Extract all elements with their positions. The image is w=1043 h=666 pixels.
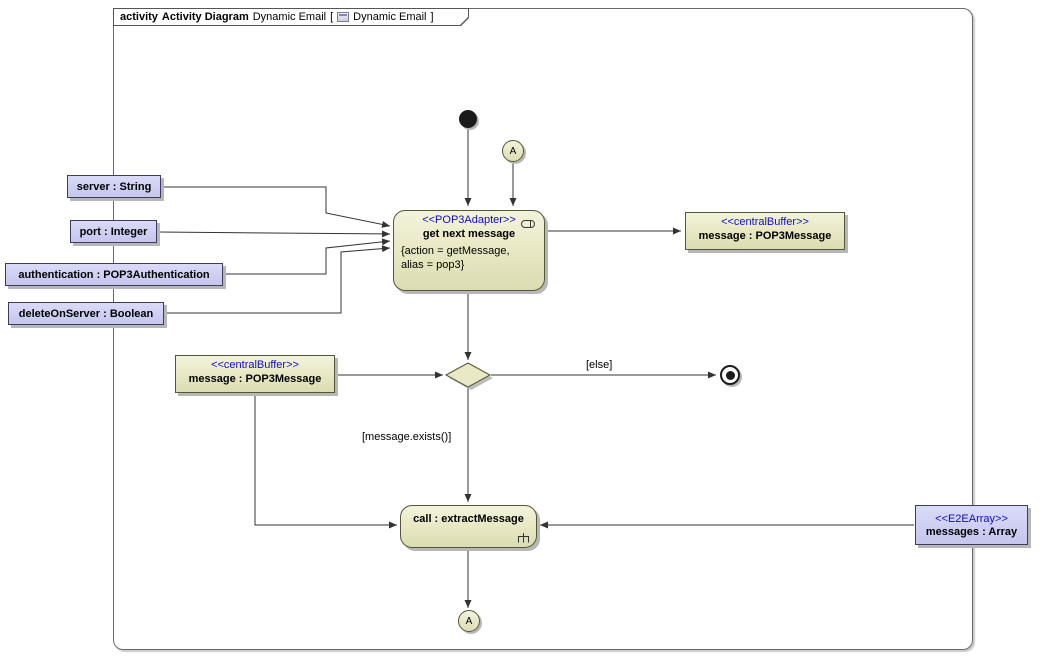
connector-a-top[interactable]: A (502, 140, 524, 162)
connector-a-bottom-label: A (465, 615, 473, 627)
guard-label-message-exists[interactable]: [message.exists()] (362, 431, 452, 443)
guard-label-else[interactable]: [else] (586, 359, 613, 371)
central-buffer-left-name: message : POP3Message (188, 373, 322, 385)
edge-authentication-to-action[interactable] (223, 238, 391, 275)
stereotype-e2earray: <<E2EArray>> (935, 512, 1008, 525)
frame-diagram-name: Dynamic Email (252, 11, 327, 23)
rake-icon (518, 533, 529, 543)
pin-server[interactable]: server : String (67, 175, 161, 198)
action-get-next-message[interactable]: <<POP3Adapter>> get next message {action… (393, 210, 545, 291)
central-buffer-right[interactable]: <<centralBuffer>> message : POP3Message (685, 212, 845, 250)
frame-bracket-open: [ (330, 11, 334, 23)
central-buffer-right-name: message : POP3Message (698, 230, 832, 242)
messages-array-name: messages : Array (925, 525, 1018, 538)
connector-a-bottom[interactable]: A (458, 610, 480, 632)
edge-deleteonserver-to-action[interactable] (164, 245, 391, 314)
action-call-extract-message[interactable]: call : extractMessage (400, 505, 537, 548)
frame-bracket-close: ] (430, 11, 434, 23)
frame-context-name: Dynamic Email (353, 11, 427, 23)
frame-diagram-type: Activity Diagram (161, 11, 249, 23)
object-node-icon (521, 220, 535, 228)
frame-title-tab[interactable]: activity Activity Diagram Dynamic Email … (113, 8, 469, 26)
stereotype-pop3adapter: <<POP3Adapter>> (422, 214, 516, 226)
object-messages-array[interactable]: <<E2EArray>> messages : Array (915, 505, 1028, 545)
edge-server-to-action[interactable] (161, 186, 391, 228)
frame-keyword: activity (120, 11, 158, 23)
stereotype-centralbuffer-left: <<centralBuffer>> (211, 359, 299, 371)
pin-authentication[interactable]: authentication : POP3Authentication (5, 263, 223, 286)
edge-port-to-action[interactable] (157, 230, 391, 238)
activity-final-node[interactable] (720, 365, 740, 385)
edge-buffer-left-to-call[interactable] (254, 394, 397, 529)
activity-diagram-icon (337, 12, 349, 22)
pin-authentication-label: authentication : POP3Authentication (18, 268, 210, 281)
activity-final-dot (725, 370, 735, 380)
action-property-line-2: alias = pop3} (401, 259, 465, 271)
central-buffer-left[interactable]: <<centralBuffer>> message : POP3Message (175, 355, 335, 393)
action-property-line-1: {action = getMessage, (401, 245, 510, 257)
activity-frame[interactable] (113, 8, 973, 650)
action-name: get next message (422, 228, 516, 240)
pin-deleteonserver-label: deleteOnServer : Boolean (18, 307, 154, 320)
pin-port[interactable]: port : Integer (70, 220, 157, 243)
decision-node[interactable] (444, 362, 492, 388)
pin-deleteonserver[interactable]: deleteOnServer : Boolean (8, 302, 164, 325)
connector-a-top-label: A (509, 145, 517, 157)
pin-server-label: server : String (76, 180, 152, 193)
stereotype-centralbuffer-right: <<centralBuffer>> (721, 216, 809, 228)
pin-port-label: port : Integer (79, 225, 148, 238)
call-action-name: call : extractMessage (413, 513, 524, 525)
initial-node[interactable] (459, 110, 477, 128)
